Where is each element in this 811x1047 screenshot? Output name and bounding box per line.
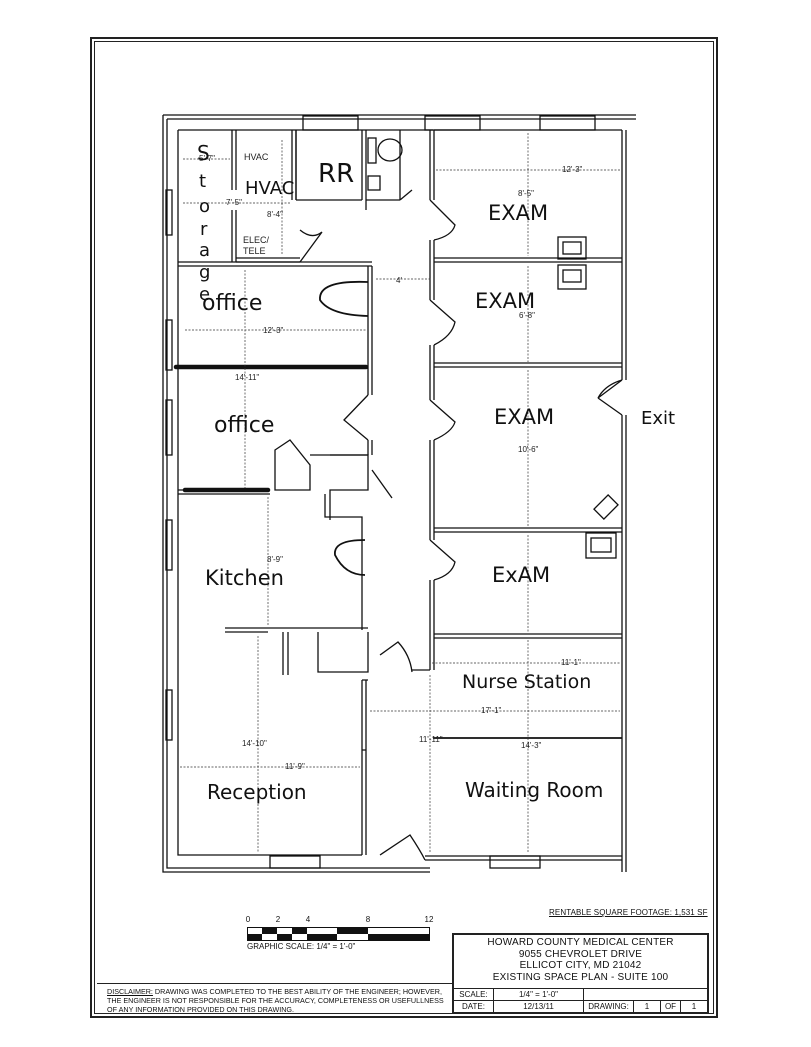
dim-reception-width: 11'-9" — [285, 762, 305, 771]
handwritten-exit: Exit — [641, 408, 675, 429]
rentable-square-footage: RENTABLE SQUARE FOOTAGE: 1,531 SF — [549, 908, 708, 917]
scale-value: 1/4" = 1'-0" — [494, 989, 584, 1000]
handwritten-exam3: EXAM — [494, 405, 554, 429]
handwritten-nurse-station: Nurse Station — [462, 671, 591, 693]
drawing-sheet-inner-border — [94, 41, 714, 1014]
disclaimer: DISCLAIMER: DRAWING WAS COMPLETED TO THE… — [97, 983, 452, 1014]
scale-label: SCALE: — [454, 989, 494, 1000]
dim-exam2-length: 6'-8" — [519, 311, 535, 320]
handwritten-exam4: ExAM — [492, 563, 550, 587]
svg-text:r: r — [200, 219, 208, 240]
title-address: 9055 CHEVROLET DRIVE — [518, 948, 643, 960]
svg-text:o: o — [199, 196, 210, 217]
dim-storage-width: 5'-7" — [199, 154, 215, 163]
handwritten-restroom: RR — [318, 159, 354, 189]
scale-blank — [584, 989, 707, 1000]
dim-office-width: 12'-3" — [263, 326, 284, 335]
dim-exam1-length: 8'-5" — [518, 189, 534, 198]
dim-hvac: 8'-4" — [267, 210, 283, 219]
dim-waiting-14: 14'-3" — [521, 741, 542, 750]
dim-corridor: 4' — [396, 276, 402, 285]
svg-text:a: a — [199, 240, 210, 261]
scale-caption: GRAPHIC SCALE: 1/4" = 1'-0" — [247, 942, 356, 951]
drawing-label: DRAWING: — [584, 1001, 634, 1012]
handwritten-exam1: EXAM — [488, 201, 548, 225]
of-label: OF — [661, 1001, 681, 1012]
handwritten-reception: Reception — [207, 780, 307, 804]
scale-tick-4: 4 — [305, 915, 311, 924]
dim-nurse: 11'-1" — [561, 658, 581, 667]
dim-kitchen: 8'-9" — [267, 555, 283, 564]
disclaimer-heading: DISCLAIMER: — [107, 987, 153, 996]
handwritten-kitchen: Kitchen — [205, 566, 284, 590]
handwritten-office2: office — [214, 413, 274, 438]
scale-tick-2: 2 — [275, 915, 281, 924]
dim-exam1-width: 12'-3" — [562, 165, 583, 174]
dim-exam3-length: 10'-6" — [518, 445, 539, 454]
svg-text:S: S — [197, 141, 210, 165]
disclaimer-text: DRAWING WAS COMPLETED TO THE BEST ABILIT… — [107, 987, 444, 1014]
svg-text:g: g — [199, 262, 210, 283]
scale-bar — [247, 927, 430, 941]
title-block: HOWARD COUNTY MEDICAL CENTER 9055 CHEVRO… — [452, 933, 709, 1014]
elec-label-line2: TELE — [243, 246, 266, 256]
dim-storage-length: 7'-5" — [226, 198, 242, 207]
svg-text:t: t — [199, 171, 206, 192]
date-label: DATE: — [454, 1001, 494, 1012]
dim-office-length: 14'-11" — [235, 373, 259, 382]
handwritten-hvac: HVAC — [245, 178, 294, 199]
graphic-scale: 0 2 4 8 12 GRAPHIC SCALE: 1/4" = 1'-0" — [245, 915, 447, 951]
handwritten-storage: S t o r a g e — [197, 141, 210, 305]
elec-label-line1: ELEC/ — [243, 235, 270, 245]
scale-tick-0: 0 — [245, 915, 251, 924]
svg-text:e: e — [199, 284, 210, 305]
hvac-printed-label: HVAC — [244, 152, 269, 162]
dim-reception-length: 14'-10" — [242, 739, 267, 748]
title-city: ELLICOT CITY, MD 21042 — [519, 960, 642, 971]
drawing-total: 1 — [691, 1002, 697, 1011]
drawing-number: 1 — [634, 1001, 661, 1012]
scale-tick-12: 12 — [424, 915, 434, 924]
dim-waiting-width: 17'-1" — [481, 706, 502, 715]
title-project-name: HOWARD COUNTY MEDICAL CENTER — [487, 937, 674, 948]
handwritten-waiting-room: Waiting Room — [465, 778, 603, 802]
dim-waiting-11: 11'-11" — [419, 735, 443, 744]
title-plan-name: EXISTING SPACE PLAN - SUITE 100 — [492, 971, 669, 983]
scale-tick-8: 8 — [365, 915, 371, 924]
date-value: 12/13/11 — [494, 1001, 584, 1012]
handwritten-office1: office — [202, 291, 262, 316]
drawing-sheet-border — [90, 37, 718, 1018]
handwritten-exam2: EXAM — [475, 289, 535, 313]
